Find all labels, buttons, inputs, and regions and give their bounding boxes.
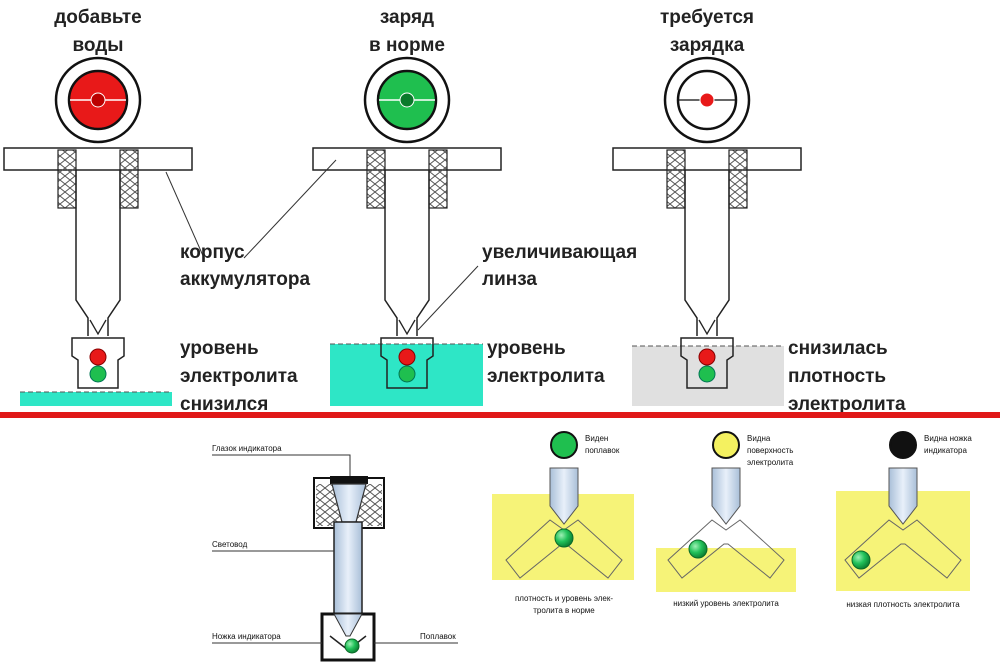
svg-text:линза: линза: [482, 269, 537, 290]
green-ball: [89, 365, 107, 383]
svg-text:электролита: электролита: [180, 366, 298, 387]
float-cage-arms: [505, 519, 623, 579]
cap-thread-left: [666, 149, 686, 209]
svg-text:уровень: уровень: [180, 338, 259, 359]
svg-text:увеличивающая: увеличивающая: [482, 242, 637, 263]
float-state-3: Видна ножка индикатора низкая плотность эл…: [836, 431, 972, 609]
float-state-2: Видна поверхность электролита низкий уровен…: [656, 431, 796, 608]
svg-text:снизилась: снизилась: [788, 338, 888, 359]
battery-lid: [612, 147, 802, 171]
housing-label-line2: аккумулятора: [180, 269, 310, 290]
state-note: Виден: [585, 434, 608, 443]
svg-text:плотность: плотность: [788, 366, 886, 387]
level-ok-label: уровень электролита: [487, 338, 605, 387]
state-note: поплавок: [585, 446, 620, 455]
status-line: воды: [72, 35, 123, 56]
float-cage-arms: [667, 519, 785, 579]
housing-label: корпус аккумулятора: [165, 159, 337, 290]
indicator-view-dot: [550, 431, 578, 459]
svg-text:электролита: электролита: [788, 394, 906, 415]
light-guide-tip: [549, 467, 579, 525]
lens-label: увеличивающая линза: [417, 242, 637, 331]
indicator-eye-center: [90, 92, 106, 108]
float-ball: [554, 528, 574, 548]
float-cage-arms: [844, 519, 962, 579]
cap-thread-left: [57, 149, 77, 209]
lens-label-line2: линза: [482, 269, 537, 290]
light-guide-tube: [384, 170, 430, 336]
state-caption: низкая плотность электролита: [846, 600, 960, 609]
svg-text:снизился: снизился: [180, 394, 268, 415]
indicator-panel-3: требуется зарядка: [612, 7, 802, 406]
cap-thread-left: [366, 149, 386, 209]
lens-tip: [398, 319, 416, 336]
battery-lid: [312, 147, 502, 171]
indicator-cross-section: Глазок индикатора Световод Ножка индикат…: [212, 444, 458, 662]
float-cage: [680, 337, 734, 389]
housing-label-line1: корпус: [180, 242, 245, 263]
lens-tip: [89, 319, 107, 336]
level-low-label: уровень электролита снизился: [180, 338, 298, 415]
state-note: Видна: [747, 434, 771, 443]
float-cage: [71, 337, 125, 389]
leg-label: Ножка индикатора: [212, 632, 281, 641]
status-line: зарядка: [670, 35, 745, 56]
float-label: Поплавок: [420, 632, 456, 641]
section-divider: [0, 412, 1000, 418]
indicator-panel-1: добавьте воды: [3, 7, 193, 406]
red-ball: [89, 348, 107, 366]
lens-label-line1: увеличивающая: [482, 242, 637, 263]
electrolyte-level: [20, 392, 172, 406]
status-line: в норме: [369, 35, 445, 56]
float-ball: [851, 550, 871, 570]
float-state-1: Виден поплавок плотность и уровень элек-тр…: [492, 431, 634, 615]
lightguide-label: Световод: [212, 540, 248, 549]
red-ball: [398, 348, 416, 366]
indicator-view-dot: [712, 431, 740, 459]
state-note: поверхность: [747, 446, 793, 455]
svg-text:уровень: уровень: [487, 338, 566, 359]
cap-thread-right: [728, 149, 748, 209]
state-caption: тролита в норме: [533, 606, 595, 615]
green-ball: [698, 365, 716, 383]
float-cage: [380, 337, 434, 389]
state-caption: низкий уровень электролита: [673, 599, 779, 608]
svg-text:корпус: корпус: [180, 242, 245, 263]
eye-label: Глазок индикатора: [212, 444, 282, 453]
state-note: электролита: [747, 458, 794, 467]
float-ball: [688, 539, 708, 559]
light-guide-tip: [888, 467, 918, 525]
svg-text:электролита: электролита: [487, 366, 605, 387]
cap-thread-right: [428, 149, 448, 209]
green-ball: [398, 365, 416, 383]
red-ball: [698, 348, 716, 366]
density-low-label: снизилась плотность электролита: [788, 338, 906, 415]
state-note: индикатора: [924, 446, 967, 455]
electrolyte-zone: [656, 548, 796, 592]
state-note: Видна ножка: [924, 434, 972, 443]
lens-tip: [698, 319, 716, 336]
indicator-eye-center: [399, 92, 415, 108]
state-caption: плотность и уровень элек-: [515, 594, 613, 603]
status-line: добавьте: [54, 7, 142, 28]
svg-text:аккумулятора: аккумулятора: [180, 269, 310, 290]
indicator-panel-2: заряд в норме: [312, 7, 502, 406]
indicator-eye-center: [699, 92, 715, 108]
indicator-view-dot: [889, 431, 917, 459]
light-guide-tube: [75, 170, 121, 336]
status-line: требуется: [660, 7, 754, 28]
light-guide-tube: [684, 170, 730, 336]
cap-thread-right: [119, 149, 139, 209]
battery-lid: [3, 147, 193, 171]
light-guide-tip: [711, 467, 741, 525]
status-line: заряд: [380, 7, 434, 28]
